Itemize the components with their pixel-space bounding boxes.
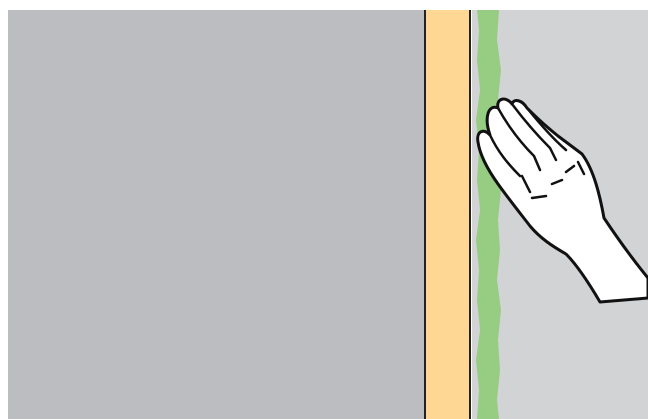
green-tape-strip [476, 10, 501, 419]
wood-strip [425, 10, 470, 419]
left-wall-panel [8, 10, 424, 419]
